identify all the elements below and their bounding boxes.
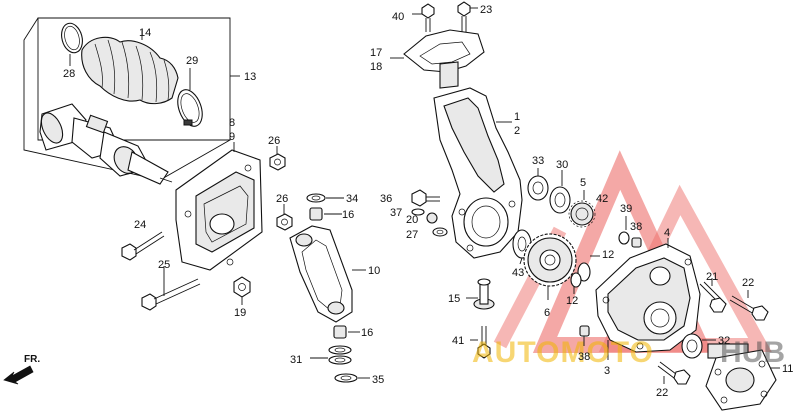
label-41: 41 xyxy=(452,335,464,347)
part-6-ring-gear xyxy=(523,233,577,300)
part-12-shims xyxy=(570,255,600,294)
part-21-bolt xyxy=(699,278,727,313)
label-30: 30 xyxy=(556,159,568,171)
label-34: 34 xyxy=(346,193,358,205)
part-35-washer xyxy=(334,373,370,383)
part-26-nut-upper xyxy=(269,146,286,171)
part-17-18-upper-bracket xyxy=(390,29,485,89)
part-22-bolt-upper xyxy=(729,290,769,321)
part-20-27-collar-oring xyxy=(426,212,448,237)
front-direction-label: FR. xyxy=(24,354,40,365)
label-20: 20 xyxy=(406,214,418,226)
label-2: 2 xyxy=(514,125,520,137)
label-39: 39 xyxy=(620,203,632,215)
label-13: 13 xyxy=(244,71,256,83)
boot-kit-group xyxy=(23,17,240,181)
label-12-upper: 12 xyxy=(602,249,614,261)
part-11-final-drive-hub xyxy=(705,343,780,411)
part-19-nut xyxy=(233,276,251,305)
label-17: 17 xyxy=(370,47,382,59)
part-38-dowel-upper xyxy=(631,237,642,248)
label-9: 9 xyxy=(229,131,235,143)
label-25: 25 xyxy=(158,259,170,271)
label-31: 31 xyxy=(290,354,302,366)
part-40-bolt xyxy=(412,3,435,32)
watermark-text-a: AUTOMOTO xyxy=(472,336,654,369)
part-22-bolt-lower xyxy=(657,361,691,385)
label-6: 6 xyxy=(544,307,550,319)
label-32: 32 xyxy=(718,335,730,347)
label-38-lower: 38 xyxy=(578,351,590,363)
label-27: 27 xyxy=(406,229,418,241)
label-22-lower: 22 xyxy=(656,387,668,399)
label-40: 40 xyxy=(392,11,404,23)
part-24-bolt xyxy=(121,231,165,261)
label-29: 29 xyxy=(186,55,198,67)
label-5: 5 xyxy=(580,177,586,189)
part-36-bolt xyxy=(411,189,440,216)
label-28: 28 xyxy=(63,68,75,80)
watermark-text-b: HUB xyxy=(720,336,785,369)
label-18: 18 xyxy=(370,61,382,73)
part-5-42-pinion-gear xyxy=(568,190,596,228)
label-19: 19 xyxy=(234,307,246,319)
label-8: 8 xyxy=(229,117,235,129)
part-29-band-clamp xyxy=(177,68,203,127)
part-41-bolt xyxy=(470,326,491,359)
label-43: 43 xyxy=(512,267,524,279)
part-drive-shaft-joint xyxy=(39,103,173,185)
label-38-upper: 38 xyxy=(630,221,642,233)
label-22-upper: 22 xyxy=(742,277,754,289)
part-8-9-gear-case xyxy=(175,142,263,271)
part-23-bolt xyxy=(457,1,478,32)
part-34-washer xyxy=(306,193,344,203)
label-3: 3 xyxy=(604,365,610,377)
label-33: 33 xyxy=(532,155,544,167)
label-15: 15 xyxy=(448,293,460,305)
part-30-bearing xyxy=(549,170,571,214)
part-3-4-final-gear-case xyxy=(595,238,701,360)
part-39-oring xyxy=(618,216,630,245)
front-direction-arrow: FR. xyxy=(3,354,40,385)
part-1-2-extension-housing xyxy=(433,87,523,259)
label-26-lower: 26 xyxy=(276,193,288,205)
part-25-long-bolt xyxy=(141,266,201,311)
label-10: 10 xyxy=(368,265,380,277)
label-35: 35 xyxy=(372,374,384,386)
label-16-upper: 16 xyxy=(342,209,354,221)
label-4: 4 xyxy=(664,227,670,239)
part-16-collar-lower xyxy=(333,325,360,339)
label-37: 37 xyxy=(390,207,402,219)
label-11: 11 xyxy=(782,363,793,375)
part-15-bolt-stud xyxy=(466,278,495,310)
part-38-dowel-lower xyxy=(579,325,590,346)
part-32-oil-seal xyxy=(681,333,716,359)
label-24: 24 xyxy=(134,219,146,231)
label-42: 42 xyxy=(596,193,608,205)
label-21: 21 xyxy=(706,271,718,283)
part-14-boot xyxy=(81,30,179,105)
label-23: 23 xyxy=(480,4,492,16)
part-31-washers xyxy=(310,345,352,365)
label-16-lower: 16 xyxy=(361,327,373,339)
part-26-nut-lower xyxy=(276,204,293,231)
label-26-upper: 26 xyxy=(268,135,280,147)
part-16-collar-upper xyxy=(309,207,342,221)
part-10-mount-bracket xyxy=(289,225,366,323)
part-33-bearing xyxy=(527,168,549,201)
label-14: 14 xyxy=(139,27,151,39)
label-12-lower: 12 xyxy=(566,295,578,307)
part-28-clamp-ring xyxy=(61,22,83,66)
label-36: 36 xyxy=(380,193,392,205)
label-1: 1 xyxy=(514,111,520,123)
